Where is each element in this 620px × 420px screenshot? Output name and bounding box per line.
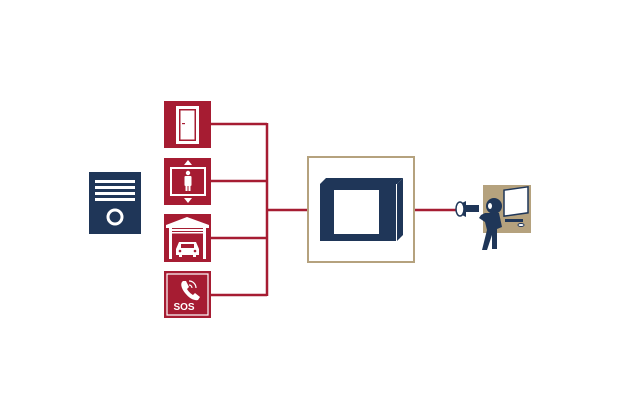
intercom-panel-icon [89,172,141,234]
garage-car-icon [164,214,211,262]
elevator-icon [164,158,211,205]
operator-megaphone-computer-icon [455,185,531,250]
controller-device-icon [307,156,415,263]
sos-phone-icon: SOS [164,271,211,318]
connector-lines [211,122,456,297]
door-icon [164,101,211,148]
sos-label: SOS [173,302,194,313]
